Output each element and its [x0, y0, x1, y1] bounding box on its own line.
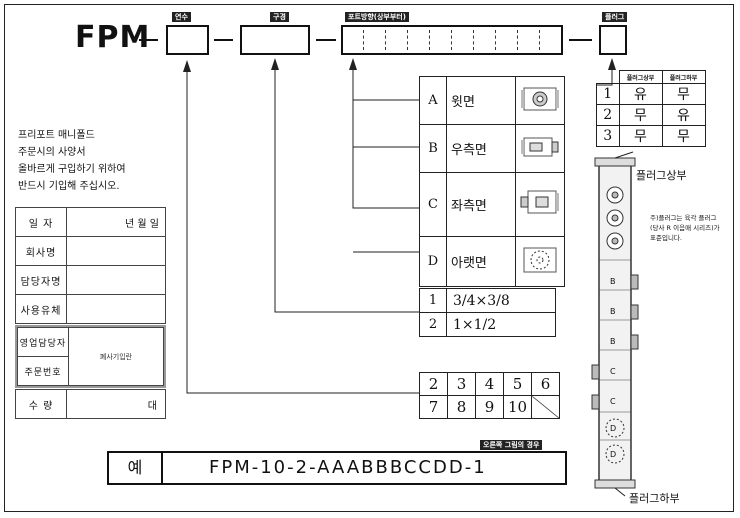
model-prefix: FPM	[75, 20, 151, 55]
top-view-icon	[515, 76, 565, 125]
count-option: 9	[475, 395, 504, 419]
bottom-view-icon	[515, 236, 565, 287]
example-label: 예	[109, 453, 163, 483]
separator-dash	[569, 39, 592, 41]
tag-count: 연수	[172, 12, 191, 22]
plug-code: 1	[596, 83, 620, 105]
count-code-box[interactable]	[166, 25, 209, 55]
empty-diagonal-cell	[531, 395, 560, 419]
port-letter: C	[610, 397, 616, 406]
instruction-line: 프리포트 매니폴드	[18, 130, 95, 141]
instruction-line: 올바르게 구입하기 위하여	[18, 164, 126, 175]
port-direction-code-box[interactable]	[341, 25, 563, 55]
plug-code: 2	[596, 104, 620, 126]
direction-code: C	[419, 172, 447, 237]
tag-size: 구경	[270, 12, 289, 22]
port-letter: C	[610, 367, 616, 376]
plug-top-value: 무	[618, 125, 663, 147]
port-letter: B	[610, 337, 616, 346]
example-box: 예 FPM-10-2-AAABBBCCDD-1	[107, 451, 567, 485]
order-field-date[interactable]: 년 월 일	[66, 207, 166, 237]
order-label-sales-rep: 영업담당자	[17, 327, 69, 357]
separator-dash	[139, 39, 158, 41]
port-letter: B	[610, 277, 616, 286]
plug-note-line: 주)플러그는 육각 플러그	[650, 214, 717, 222]
order-label-company: 회사명	[15, 236, 67, 266]
order-label-order-no: 주문번호	[17, 356, 69, 386]
order-label-quantity: 수 량	[15, 389, 67, 419]
count-option: 6	[531, 372, 560, 396]
size-code-box[interactable]	[240, 25, 310, 55]
example-tag: 오른쪽 그림의 경우	[480, 440, 543, 450]
order-label-fluid: 사용유체	[15, 294, 67, 324]
plug-note-line: (당사 R 이음매 시리즈)가	[650, 224, 720, 232]
direction-code: A	[419, 76, 447, 125]
plug-top-label: 플러그상부	[636, 169, 687, 182]
size-code: 2	[419, 312, 447, 337]
count-option: 8	[447, 395, 476, 419]
count-option: 7	[419, 395, 448, 419]
plug-top-value: 무	[618, 104, 663, 126]
plug-bottom-label: 플러그하부	[629, 492, 680, 505]
count-option: 4	[475, 372, 504, 396]
count-option: 2	[419, 372, 448, 396]
order-field-quantity[interactable]: 대	[66, 389, 166, 419]
size-label: 1×1/2	[446, 312, 556, 337]
direction-label: 윗면	[446, 76, 516, 125]
office-use-note: 폐사기입란	[68, 327, 164, 386]
direction-code: B	[419, 124, 447, 173]
direction-label: 아랫면	[446, 236, 516, 287]
tag-port-direction: 포트방향(상부부터)	[345, 12, 409, 22]
port-letter: D	[610, 424, 617, 433]
plug-header: 플러그상부	[618, 70, 663, 84]
plug-bottom-value: 무	[661, 83, 706, 105]
direction-code: D	[419, 236, 447, 287]
count-option: 3	[447, 372, 476, 396]
order-label-manager: 담당자명	[15, 265, 67, 295]
manifold-drawing	[591, 151, 639, 497]
right-view-icon	[515, 124, 565, 173]
direction-label: 우측면	[446, 124, 516, 173]
instructions: 프리포트 매니폴드 주문시의 사양서 올바르게 구입하기 위하여 반드시 기입해…	[18, 127, 126, 195]
office-use-group: 영업담당자 폐사기입란 주문번호	[15, 325, 166, 388]
example-code: FPM-10-2-AAABBBCCDD-1	[209, 457, 487, 478]
count-option: 10	[503, 395, 532, 419]
order-field-fluid[interactable]	[66, 294, 166, 324]
separator-dash	[316, 39, 336, 41]
plug-header: 플러그하부	[661, 70, 706, 84]
instruction-line: 주문시의 사양서	[18, 147, 86, 158]
plug-note-line: 표준입니다.	[650, 234, 682, 242]
order-field-company[interactable]	[66, 236, 166, 266]
drawing-frame	[4, 4, 734, 512]
plug-code-box[interactable]	[599, 25, 627, 55]
size-code: 1	[419, 288, 447, 313]
instruction-line: 반드시 기입해 주십시오.	[18, 181, 120, 192]
tag-plug: 플러그	[602, 12, 628, 22]
separator-dash	[214, 39, 233, 41]
order-field-manager[interactable]	[66, 265, 166, 295]
order-label-date: 일 자	[15, 207, 67, 237]
size-label: 3/4×3/8	[446, 288, 556, 313]
port-letter: D	[610, 450, 617, 459]
count-option: 5	[503, 372, 532, 396]
plug-bottom-value: 무	[661, 125, 706, 147]
port-letter: B	[610, 307, 616, 316]
plug-code: 3	[596, 125, 620, 147]
plug-note: 주)플러그는 육각 플러그 (당사 R 이음매 시리즈)가 표준입니다.	[650, 213, 720, 243]
count-grid: 2 3 4 5 6 7 8 9 10	[419, 372, 560, 419]
direction-label: 좌측면	[446, 172, 516, 237]
plug-top-value: 유	[618, 83, 663, 105]
left-view-icon	[515, 172, 565, 237]
plug-bottom-value: 유	[661, 104, 706, 126]
